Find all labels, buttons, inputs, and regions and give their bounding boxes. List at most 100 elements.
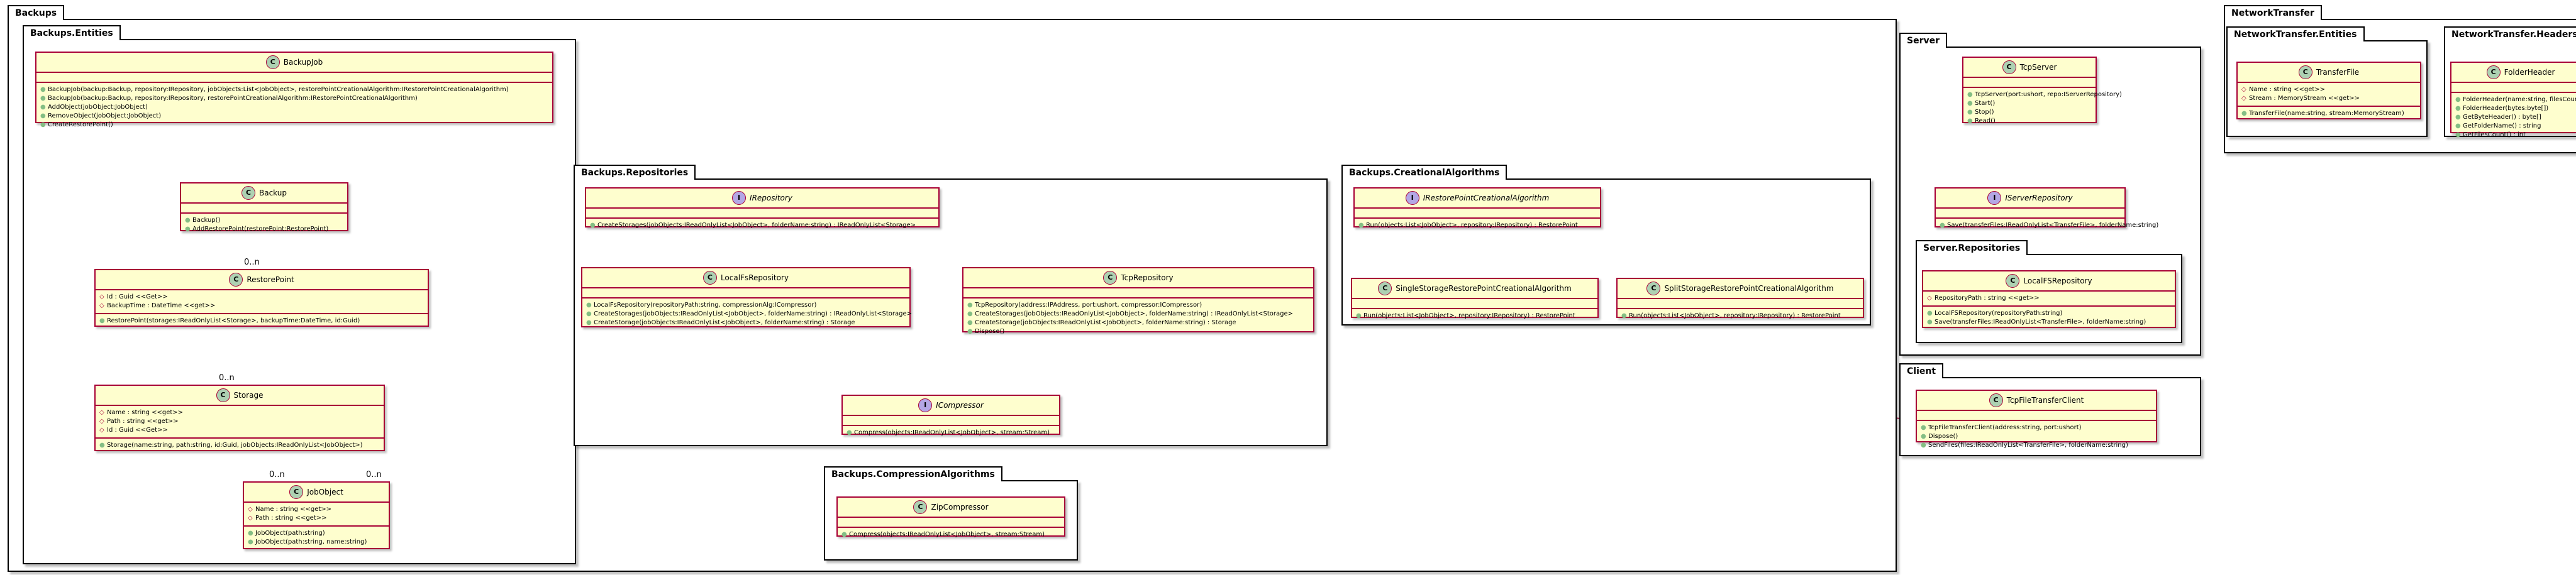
member-text: CreateRestorePoint() (48, 121, 113, 128)
visibility-marker: ● (40, 104, 46, 111)
member-text: BackupJob(backup:Backup, repository:IRep… (48, 95, 418, 102)
member-text: Run(objects:List<JobObject>, repository:… (1366, 222, 1578, 229)
class-name: LocalFsRepository (720, 273, 789, 282)
package-tab: Server.Repositories (1916, 240, 2028, 255)
visibility-marker: ◇ (2241, 95, 2246, 102)
methods-section: ●Run(objects:List<JobObject>, repository… (1355, 219, 1600, 233)
visibility-marker: ● (841, 531, 847, 538)
class-method: ●TcpServer(port:ushort, repo:IServerRepo… (1967, 90, 2122, 99)
interface-icon: I (918, 398, 933, 412)
methods-section: ●CreateStorages(jobObjects:IReadOnlyList… (586, 219, 938, 233)
fields-section: ◇Id : Guid <<Get>>◇BackupTime : DateTime… (96, 290, 428, 314)
class-method: ●GetFolderName() : string (2455, 122, 2576, 131)
class-icon: C (1989, 393, 2003, 407)
class-method: ●SendFiles(files:IReadOnlyList<TransferF… (1921, 441, 2152, 450)
fields-section (582, 288, 909, 298)
methods-section: ●JobObject(path:string)●JobObject(path:s… (244, 527, 389, 549)
package-tab: Backups.CreationalAlgorithms (1341, 165, 1507, 180)
member-text: GetFilesCount() : int (2463, 131, 2526, 138)
methods-section: ●Compress(objects:IReadOnlyList<JobObjec… (838, 528, 1064, 542)
member-text: Stream : MemoryStream <<get>> (2249, 95, 2360, 102)
member-text: Id : Guid <<Get>> (107, 427, 168, 434)
class-name: BackupJob (283, 58, 323, 67)
member-text: AddRestorePoint(restorePoint:RestorePoin… (192, 226, 329, 233)
package-tab: Backups.CompressionAlgorithms (824, 466, 1002, 481)
member-text: Start() (1975, 100, 1996, 107)
class-method: ●BackupJob(backup:Backup, repository:IRe… (40, 94, 548, 103)
fields-section (181, 204, 347, 214)
class-icon: C (2486, 65, 2501, 79)
class-method: ●Dispose() (1921, 432, 2152, 441)
visibility-marker: ● (2241, 110, 2247, 117)
visibility-marker: ● (1356, 312, 1362, 319)
class-method: ●CreateRestorePoint() (40, 121, 548, 129)
visibility-marker: ● (2455, 131, 2461, 138)
package-network-transfer-entities: NetworkTransfer.Entities (2226, 26, 2428, 137)
fields-section: ◇Name : string <<get>>◇Stream : MemorySt… (2238, 83, 2420, 107)
member-text: RemoveObject(jobObject:JobObject) (48, 112, 162, 119)
methods-section: ●LocalFsRepository(repositoryPath:string… (582, 298, 912, 330)
member-text: GetByteHeader() : byte[] (2463, 114, 2541, 121)
class-method: ●Run(objects:List<JobObject>, repository… (1356, 312, 1594, 320)
interface-icon: I (1405, 191, 1419, 205)
member-text: Run(objects:List<JobObject>, repository:… (1629, 312, 1841, 319)
class-method: ●TcpRepository(address:IPAddress, port:u… (967, 301, 1309, 310)
class-method: ●LocalFSRepository(repositoryPath:string… (1927, 309, 2171, 318)
package-tab: Backups (8, 5, 65, 20)
member-text: TcpRepository(address:IPAddress, port:us… (975, 302, 1202, 309)
visibility-marker: ● (847, 429, 852, 436)
class-icon: C (702, 271, 717, 285)
visibility-marker: ◇ (99, 427, 104, 434)
class-method: ●Storage(name:string, path:string, id:Gu… (99, 441, 380, 450)
methods-section: ●Compress(objects:IReadOnlyList<JobObjec… (843, 426, 1059, 440)
visibility-marker: ● (590, 222, 596, 229)
class-name: SingleStorageRestorePointCreationalAlgor… (1396, 284, 1572, 293)
interface-icon: I (1987, 191, 2002, 205)
class-icon: C (216, 388, 230, 402)
fields-section (2451, 83, 2576, 93)
visibility-marker: ● (1967, 118, 1973, 124)
class-name: TcpRepository (1121, 273, 1174, 282)
member-text: Run(objects:List<JobObject>, repository:… (1363, 312, 1575, 319)
methods-section: ● TcpRepository(address:IPAddress, port:u… (963, 298, 1313, 339)
fields-section: ◇Name : string <<get>>◇Path : string <<g… (244, 503, 389, 527)
visibility-marker: ● (40, 112, 46, 119)
class-field: ◇RepositoryPath : string <<get>> (1927, 294, 2171, 303)
methods-section: ●LocalFSRepository(repositoryPath:string… (1923, 307, 2175, 329)
member-text: RestorePoint(storages:IReadOnlyList<Stor… (107, 317, 360, 324)
class-method: ●AddRestorePoint(restorePoint:RestorePoi… (185, 225, 343, 234)
class-name: TcpFileTransferClient (2006, 396, 2084, 405)
class-method: ●AddObject(jobObject:JobObject) (40, 103, 548, 112)
class-icon: C (289, 485, 304, 499)
class-method: ●LocalFsRepository(repositoryPath:string… (586, 301, 906, 310)
visibility-marker: ● (967, 319, 973, 326)
visibility-marker: ● (248, 530, 253, 537)
methods-section: ●FolderHeader(name:string, filesCount:in… (2451, 93, 2576, 142)
member-text: CreateStorages(jobObjects:IReadOnlyList<… (597, 222, 916, 229)
member-text: LocalFsRepository(repositoryPath:string,… (594, 302, 817, 309)
multiplicity-label: 0..n (219, 373, 235, 383)
member-text: Stop() (1975, 109, 1994, 116)
